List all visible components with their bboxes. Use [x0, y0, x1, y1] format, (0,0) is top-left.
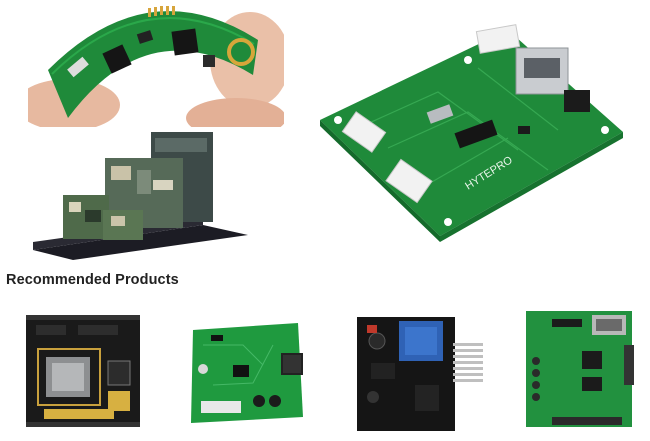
flexible-pcb-illustration: [28, 0, 284, 127]
product-card-power-supply-board[interactable]: [355, 305, 485, 435]
product-card-green-control-board[interactable]: [183, 305, 313, 435]
pcb-rack-image: [33, 130, 248, 260]
recommended-products-heading: Recommended Products: [6, 272, 179, 288]
power-supply-board-image: [355, 305, 485, 435]
green-control-board-image: [183, 305, 313, 435]
green-mainboard-image: [522, 305, 650, 435]
product-card-green-mainboard[interactable]: [522, 305, 650, 435]
product-card-black-soc-board[interactable]: [18, 305, 148, 435]
black-soc-board-image: [18, 305, 148, 435]
green-pcb-board-illustration: HYTEPRO: [318, 20, 638, 242]
pcb-rack-illustration: [33, 130, 248, 260]
flexible-pcb-image: [28, 0, 284, 127]
green-pcb-board-image: HYTEPRO: [318, 20, 638, 242]
